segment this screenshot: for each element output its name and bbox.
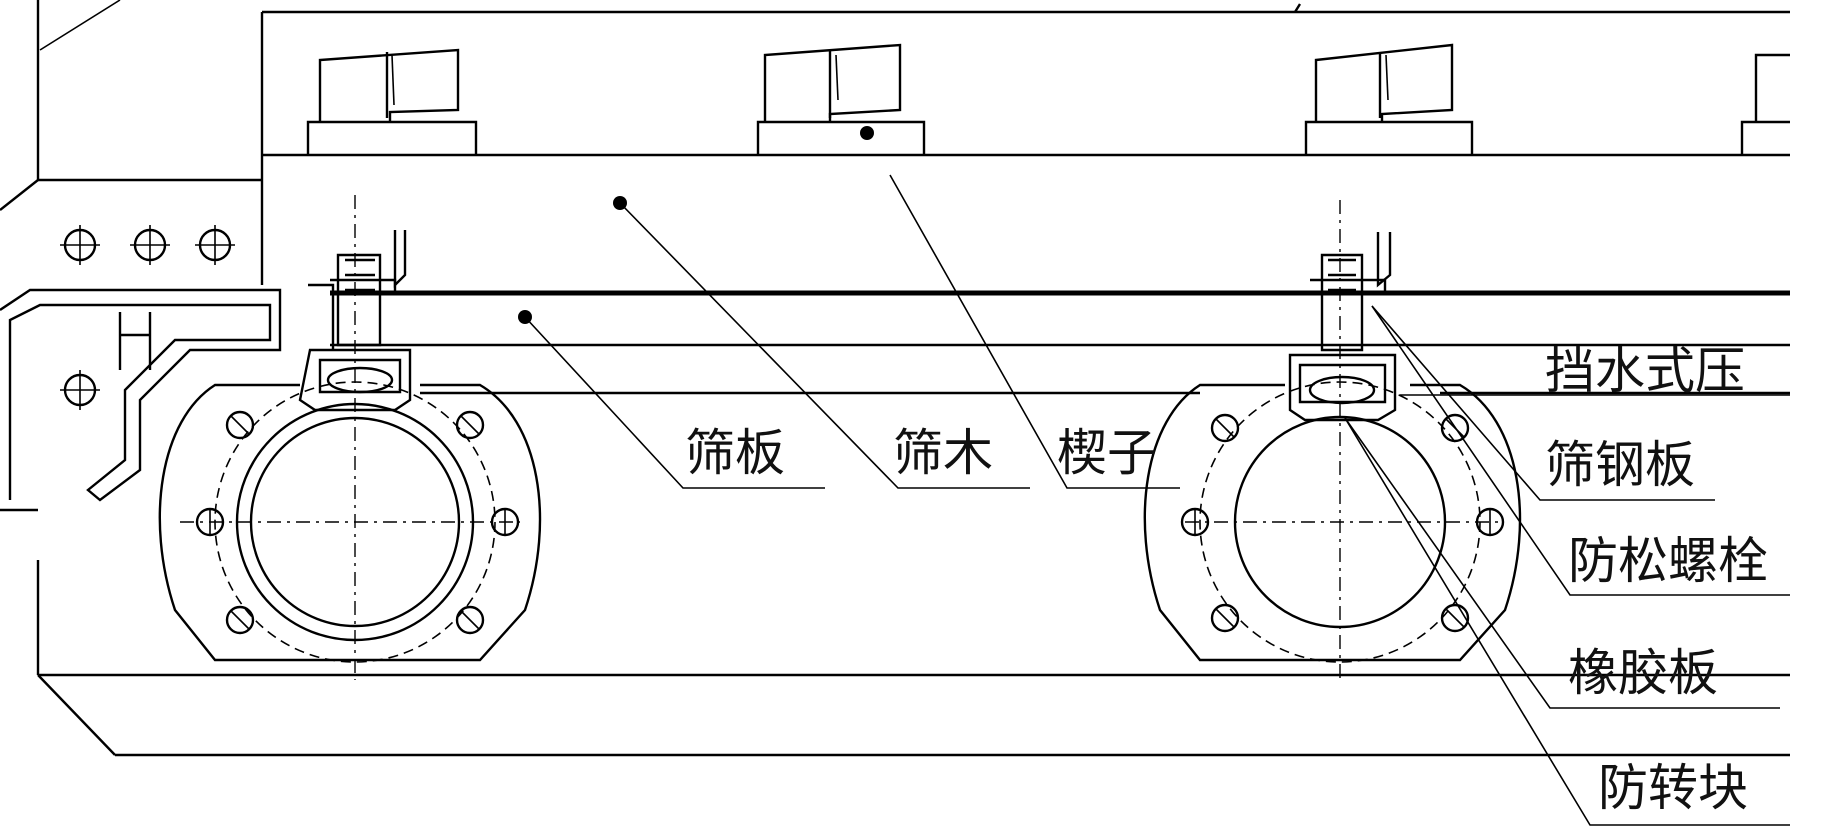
label-anti-rotation-block: 防转块 bbox=[1598, 759, 1748, 817]
label-rubber-plate: 橡胶板 bbox=[1568, 644, 1718, 702]
bolt-hole-icon bbox=[60, 225, 100, 265]
screen-plate-1 bbox=[306, 48, 478, 155]
bolt-hole-icon bbox=[195, 225, 235, 265]
label-screen-steel-plate: 筛钢板 bbox=[1545, 436, 1695, 494]
screen-plate-2 bbox=[756, 43, 926, 155]
label-wedge: 楔子 bbox=[1057, 424, 1157, 482]
screen-plate-4 bbox=[1740, 53, 1790, 155]
label-water-retaining-press: 挡水式压 bbox=[1545, 342, 1745, 400]
left-mount bbox=[0, 225, 282, 502]
screen-plate-3 bbox=[1304, 43, 1474, 155]
leader-lines bbox=[518, 126, 1790, 826]
flange-right bbox=[1143, 200, 1522, 680]
frame-structure bbox=[0, 0, 1790, 757]
flange-left bbox=[158, 195, 542, 680]
screen-plates bbox=[306, 43, 1790, 155]
label-screen-plate: 筛板 bbox=[685, 424, 785, 482]
bolt-hole-icon bbox=[60, 370, 100, 410]
labels: 筛板 筛木 楔子 挡水式压 筛钢板 防松螺栓 橡胶板 防转块 bbox=[685, 342, 1768, 817]
label-screen-wood: 筛木 bbox=[893, 424, 993, 482]
bolt-hole-icon bbox=[130, 225, 170, 265]
label-anti-loosening-bolt: 防松螺栓 bbox=[1568, 532, 1768, 590]
